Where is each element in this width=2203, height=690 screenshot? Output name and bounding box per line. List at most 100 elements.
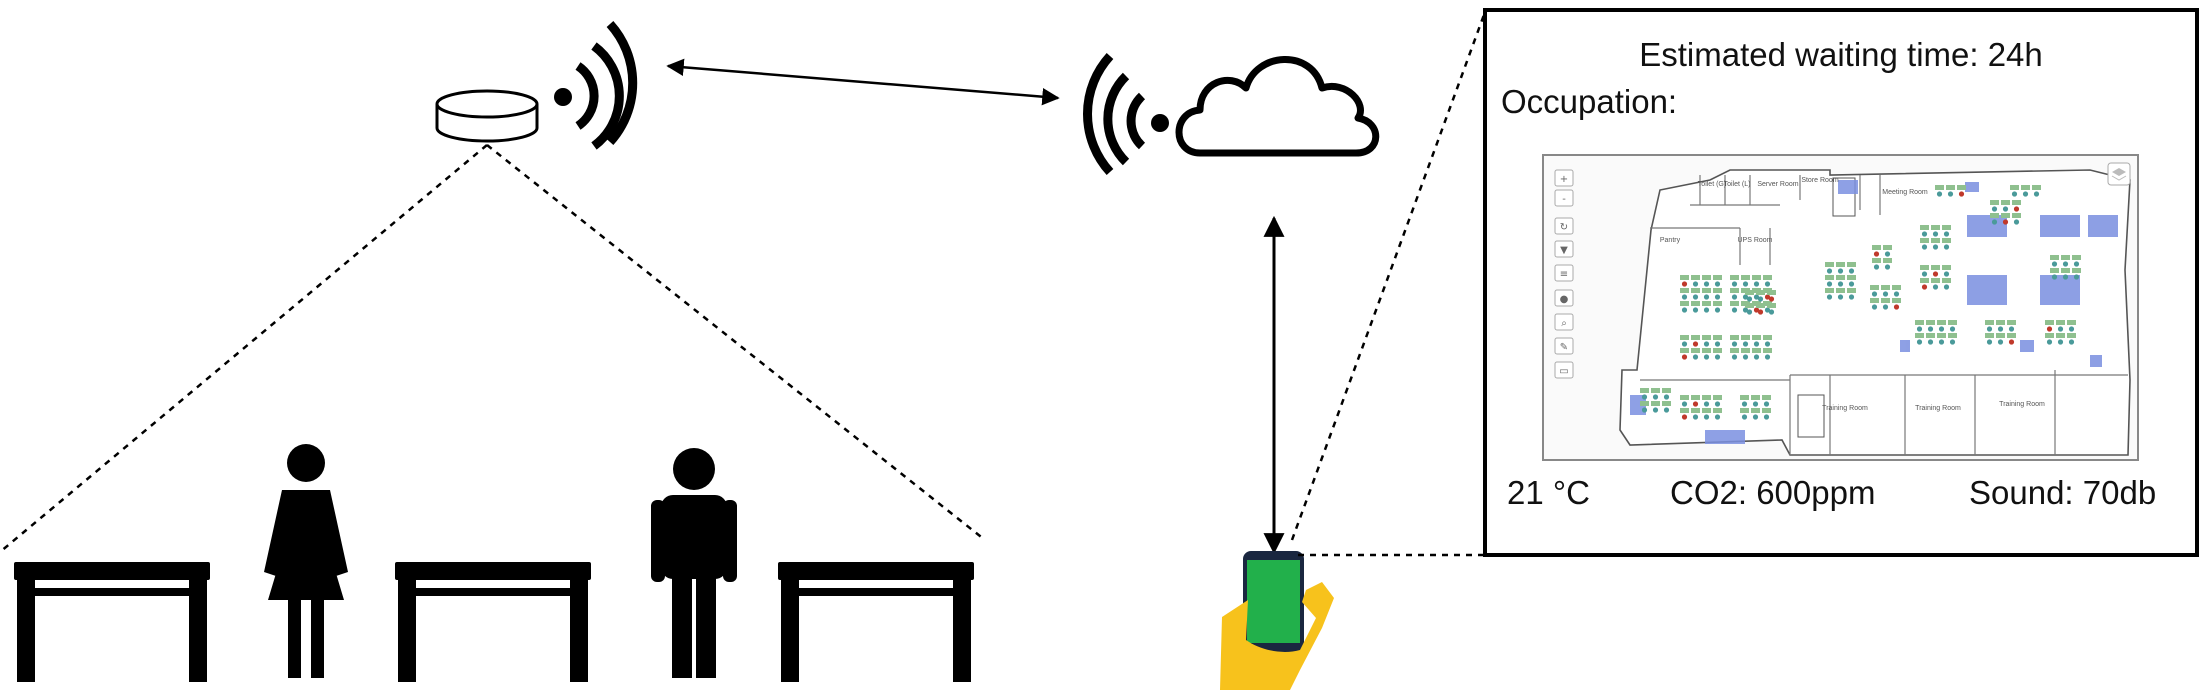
desk <box>1702 335 1711 340</box>
room-label: Training Room <box>1999 401 2045 408</box>
room-label: Training Room <box>1915 405 1961 412</box>
seat <box>1936 191 1943 197</box>
layers-icon[interactable] <box>2107 162 2131 186</box>
seat <box>1714 341 1721 347</box>
desk <box>1741 348 1750 353</box>
waiting-time-text: Estimated waiting time: 24h <box>1639 36 2043 73</box>
table-icon <box>14 562 210 682</box>
seat <box>1991 206 1998 212</box>
seat <box>1692 354 1699 360</box>
seat <box>1731 294 1738 300</box>
desk <box>2001 200 2010 205</box>
desk <box>1680 288 1689 293</box>
desk <box>1920 238 1929 243</box>
seat <box>1837 281 1844 287</box>
seat <box>1663 394 1670 400</box>
seat <box>1921 284 1928 290</box>
seat <box>1871 291 1878 297</box>
search-icon[interactable]: ⌕ <box>1554 313 1574 331</box>
room-label: UPS Room <box>1737 237 1772 244</box>
desk <box>1680 348 1689 353</box>
desk <box>1926 320 1935 325</box>
seat <box>2057 339 2064 345</box>
room-label: Server Room <box>1757 181 1798 188</box>
refresh-icon[interactable]: ↻ <box>1554 217 1574 235</box>
desk <box>1892 298 1901 303</box>
seat <box>2013 206 2020 212</box>
desk <box>1883 245 1892 250</box>
seat <box>1752 401 1759 407</box>
seat <box>1764 341 1771 347</box>
seat <box>1927 339 1934 345</box>
desk <box>2007 320 2016 325</box>
filter-icon[interactable]: ▼ <box>1554 240 1574 258</box>
desk <box>2007 333 2016 338</box>
seat <box>1731 307 1738 313</box>
desk <box>1937 320 1946 325</box>
seat <box>1947 191 1954 197</box>
desk <box>1730 348 1739 353</box>
desk <box>1702 288 1711 293</box>
seat <box>1938 326 1945 332</box>
seat <box>2057 326 2064 332</box>
seat <box>1731 281 1738 287</box>
zoom-out-icon[interactable]: - <box>1554 189 1574 207</box>
sensor-device-icon <box>435 88 572 143</box>
desk <box>1680 335 1689 340</box>
list-icon[interactable]: ≡ <box>1554 264 1574 282</box>
seat <box>1763 401 1770 407</box>
seat <box>1742 341 1749 347</box>
desk <box>1691 408 1700 413</box>
desk <box>1702 408 1711 413</box>
seat <box>1991 219 1998 225</box>
desk <box>1825 275 1834 280</box>
desk <box>1680 408 1689 413</box>
seat <box>1757 309 1764 315</box>
desk <box>1847 288 1856 293</box>
seat <box>1932 244 1939 250</box>
seat <box>1742 307 1749 313</box>
seat <box>1692 281 1699 287</box>
floor-plan-desks <box>1640 185 2081 420</box>
desk <box>2012 200 2021 205</box>
desk <box>1990 213 1999 218</box>
desk <box>2072 268 2081 273</box>
seat <box>2046 339 2053 345</box>
desk <box>1942 278 1951 283</box>
seat <box>1943 231 1950 237</box>
desk <box>1931 238 1940 243</box>
desk <box>1702 395 1711 400</box>
seat <box>1949 339 1956 345</box>
desk <box>1985 333 1994 338</box>
seat <box>1703 414 1710 420</box>
desk <box>1740 408 1749 413</box>
edit-icon[interactable]: ✎ <box>1554 337 1574 355</box>
desk <box>1881 285 1890 290</box>
table-icon <box>778 562 974 682</box>
desk <box>1870 298 1879 303</box>
person-icon[interactable]: ● <box>1554 289 1574 307</box>
zoom-in-icon[interactable]: + <box>1554 169 1574 187</box>
desk <box>1702 275 1711 280</box>
svg-text:-: - <box>1562 194 1566 205</box>
seat <box>1663 407 1670 413</box>
desk <box>1946 185 1955 190</box>
seat <box>1681 354 1688 360</box>
seat <box>1746 296 1753 302</box>
print-icon[interactable]: ▭ <box>1554 361 1574 379</box>
desk <box>1847 262 1856 267</box>
seat <box>2068 339 2075 345</box>
seat <box>1943 284 1950 290</box>
seat <box>1764 354 1771 360</box>
room-label: Pantry <box>1660 237 1681 244</box>
seat <box>1871 304 1878 310</box>
seat <box>1763 414 1770 420</box>
seat <box>1692 341 1699 347</box>
svg-text:▭: ▭ <box>1559 366 1568 377</box>
seat <box>2002 206 2009 212</box>
seat <box>1652 407 1659 413</box>
seat <box>1882 304 1889 310</box>
seat <box>1943 271 1950 277</box>
desk <box>1996 320 2005 325</box>
